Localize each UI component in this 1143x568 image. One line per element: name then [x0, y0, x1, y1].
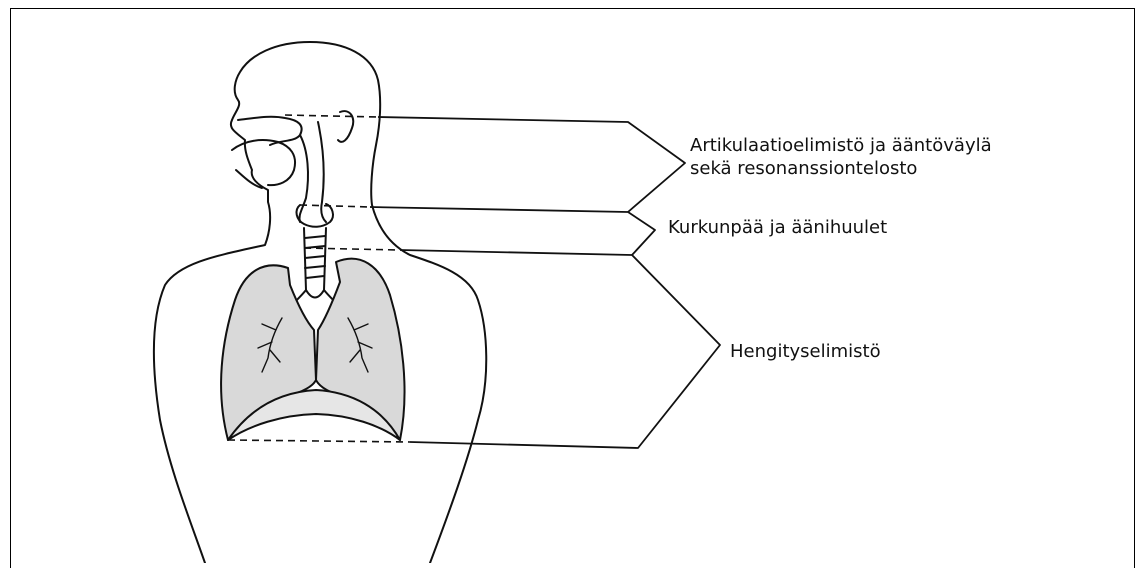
pharynx-back — [318, 122, 326, 222]
bracket-larynx — [370, 207, 655, 255]
body-outline — [154, 42, 486, 563]
label-articulation-line2: sekä resonanssiontelosto — [690, 157, 992, 180]
trachea-rings — [305, 236, 325, 278]
level-line-larynx — [300, 205, 370, 207]
tongue — [232, 140, 295, 185]
level-line-articulation — [285, 115, 378, 117]
bracket-articulation — [378, 117, 685, 212]
label-articulation: Artikulaatioelimistö ja ääntöväylä sekä … — [690, 134, 992, 180]
bracket-respiratory — [400, 250, 720, 448]
lower-jaw — [236, 170, 262, 188]
label-respiratory: Hengityselimistö — [730, 340, 881, 363]
label-larynx: Kurkunpää ja äänihuulet — [668, 216, 887, 239]
level-line-diaphragm — [228, 440, 410, 442]
label-articulation-line1: Artikulaatioelimistö ja ääntöväylä — [690, 134, 992, 157]
level-line-lungs — [304, 248, 400, 250]
pharynx — [299, 135, 308, 222]
